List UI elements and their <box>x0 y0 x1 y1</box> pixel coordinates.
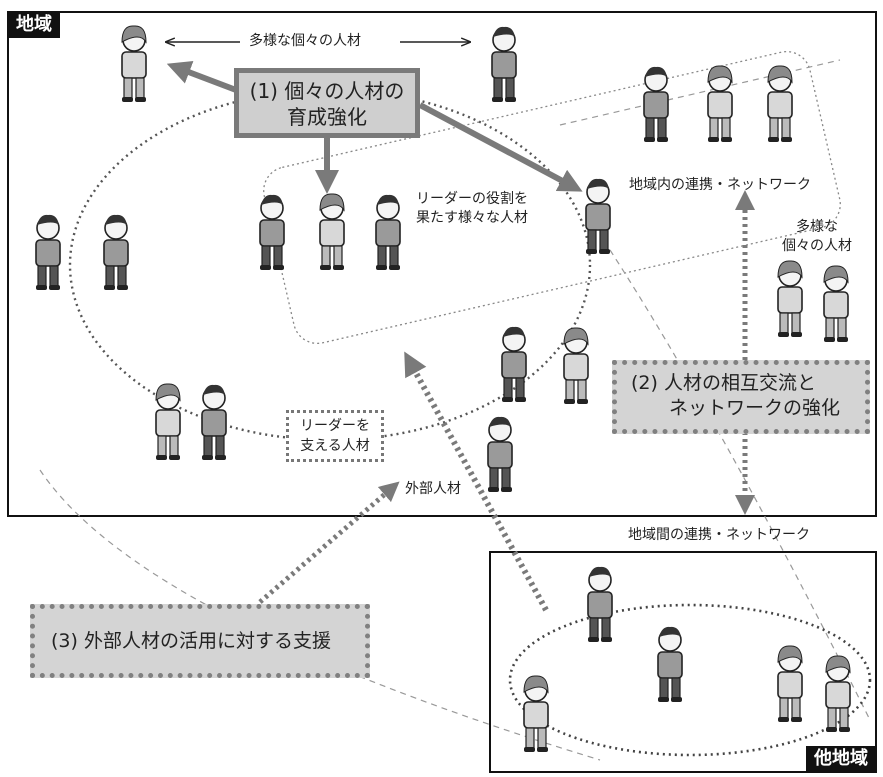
measure-3-box: (3) 外部人材の活用に対する支援 <box>30 604 370 678</box>
measure-1-line2: 育成強化 <box>287 105 367 129</box>
measure-1-box: (1) 個々の人材の 育成強化 <box>234 68 420 138</box>
external-people-label: 外部人材 <box>405 481 461 497</box>
diverse-right-line1: 多様な <box>796 219 838 235</box>
arrow-m3-support <box>258 481 400 604</box>
network-between-label: 地域間の連携・ネットワーク <box>628 527 810 543</box>
diverse-people-right-label: 多様な 個々の人材 <box>782 218 852 256</box>
network-inside-label: 地域内の連携・ネットワーク <box>629 177 811 193</box>
other-circle <box>508 603 872 757</box>
other-region-tag: 他地域 <box>806 746 876 772</box>
measure-2-line2: ネットワークの強化 <box>669 396 841 419</box>
supporters-box: リーダーを 支える人材 <box>286 410 384 462</box>
local-circle <box>68 88 592 442</box>
measure-2-box: (2) 人材の相互交流と ネットワークの強化 <box>612 360 870 434</box>
local-region-tag: 地域 <box>8 12 60 38</box>
leaders-label-line1: リーダーの役割を <box>416 191 528 207</box>
local-network-group <box>263 50 841 345</box>
measure-1-line1: (1) 個々の人材の <box>249 79 405 103</box>
leaders-label: リーダーの役割を 果たす様々な人材 <box>416 190 528 228</box>
arrow-external-inflow <box>404 351 549 612</box>
supporters-line2: 支える人材 <box>300 437 370 454</box>
local-region-frame <box>7 11 877 517</box>
leaders-label-line2: 果たす様々な人材 <box>416 209 528 226</box>
supporters-line1: リーダーを <box>300 418 370 434</box>
diverse-right-line2: 個々の人材 <box>782 237 852 254</box>
measure-2-line1: (2) 人材の相互交流と <box>631 372 816 394</box>
other-region-frame <box>489 551 877 773</box>
diverse-people-top-label: 多様な個々の人材 <box>249 33 361 49</box>
arrow-m1-right <box>418 102 583 192</box>
arrow-m1-topleft <box>166 61 238 93</box>
